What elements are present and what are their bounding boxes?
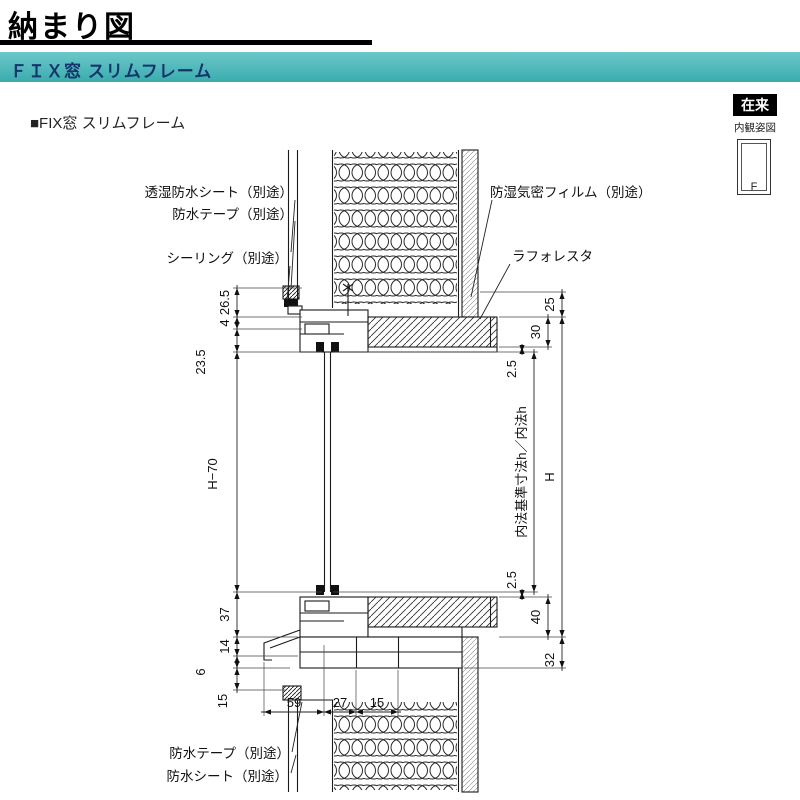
elevation-caption: 内観姿図 [734,122,776,134]
leader-lines [286,199,511,774]
sill-casing [367,596,498,638]
construction-badge: 在来 [733,94,777,116]
head-casing [331,316,498,353]
subtitle-band: ＦＩＸ窓 スリムフレーム [0,52,800,82]
title-underline [0,40,372,45]
dimension-label: 25 [542,297,557,311]
subtitle-band-label: ＦＩＸ窓 スリムフレーム [10,62,213,81]
dimension-label: H [542,472,557,481]
annotation-waterproof-sheet: 防水シート（別途） [167,768,289,784]
annotation-moisture-sheet: 透湿防水シート（別途） [145,184,294,200]
dimension-label: 2.5 [504,571,519,589]
dimension-label: 15 [215,694,230,708]
elevation-mark: F [750,181,758,193]
dimension-label: 14 [217,639,232,653]
annotations: 透湿防水シート（別途） 防水テープ（別途） シーリング（別途） 防湿気密フィルム… [145,184,652,784]
sub-sill [282,636,463,701]
dimension-label: 15 [370,695,384,710]
dimension-label: 23.5 [193,349,208,374]
dimension-label: H−70 [205,458,220,489]
section-heading: ■FIX窓 スリムフレーム [30,115,186,132]
dimension-label: 30 [528,325,543,339]
sill-frame [263,585,369,669]
head-frame [282,283,369,353]
dimension-label: 59 [287,695,301,710]
dimension-label: 37 [217,607,232,621]
extension-lines [233,287,566,716]
fix-window-elevation-glyph: F [737,139,771,195]
dimension-label: 40 [528,610,543,624]
interior-board [461,149,479,793]
dimension-label: 32 [542,653,557,667]
annotation-vapor-film: 防湿気密フィルム（別途） [490,184,651,200]
exterior-cladding [287,150,299,792]
annotation-laforesta: ラフォレスタ [512,249,593,264]
page-title: 納まり図 [8,11,136,44]
dimension-label: 4 [217,319,232,326]
elevation-glass [741,143,767,191]
dimension-label: 27 [333,695,347,710]
annotation-sealing: シーリング（別途） [167,250,289,266]
dimension-label: 6 [193,668,208,675]
dimension-label: 26.5 [217,290,232,315]
glazing [323,352,332,592]
annotation-waterproof-tape-bottom: 防水テープ（別途） [169,745,290,761]
dimension-label: 2.5 [504,360,519,378]
dimensions: 26.5 4 23.5H−70 37 14 6 15 25H 32 30 40 内法基準寸法h／内法h… [193,285,565,715]
dimension-label: 内法基準寸法h／内法h [514,406,529,537]
insulation [334,152,457,790]
stud-lines [331,150,460,792]
annotation-waterproof-tape-top: 防水テープ（別途） [172,206,293,222]
